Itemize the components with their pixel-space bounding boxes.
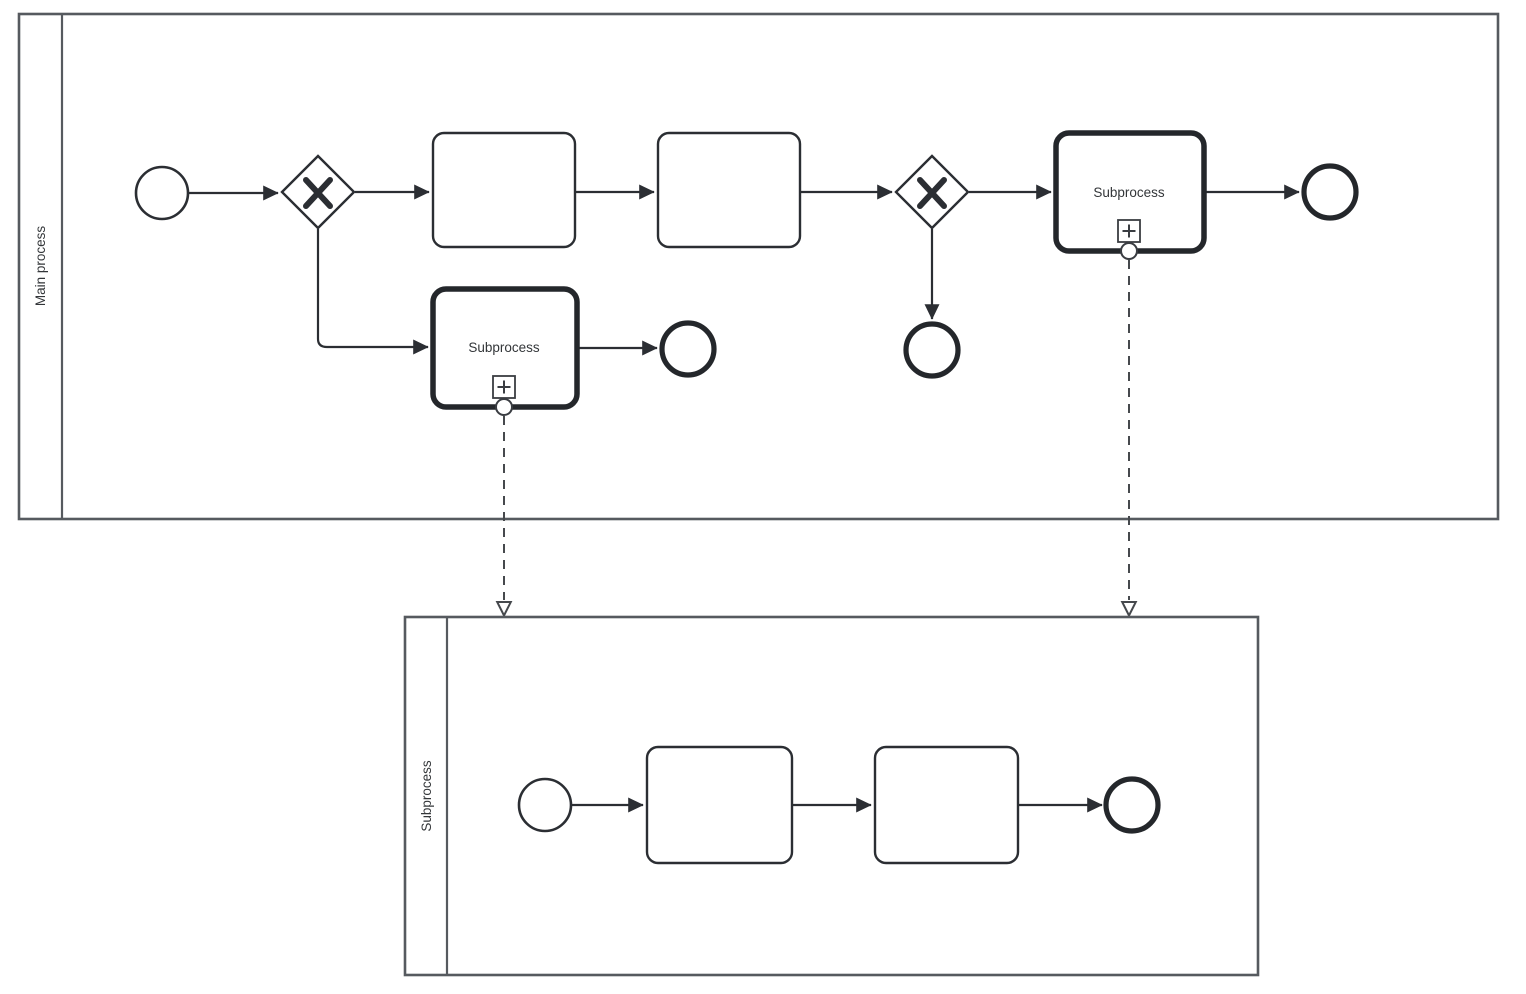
subprocess-plus-marker-icon[interactable] xyxy=(492,375,516,399)
collapsed-subprocess-2-label: Subprocess xyxy=(1093,185,1165,200)
end-event-below-gateway2 xyxy=(903,321,961,379)
collapsed-subprocess-1-label: Subprocess xyxy=(468,340,540,355)
link-open-arrowhead-icon xyxy=(495,601,513,618)
subprocess-pool-label: Subprocess xyxy=(419,760,434,832)
end-event-main-right xyxy=(1301,163,1359,221)
start-event-main xyxy=(134,165,190,221)
subprocess-pool: Subprocess xyxy=(403,615,1260,977)
subprocess-plus-marker-icon[interactable] xyxy=(1117,219,1141,243)
end-event-after-subprocess1 xyxy=(659,320,717,378)
exclusive-gateway-2 xyxy=(894,154,970,230)
task-2 xyxy=(656,131,802,249)
main-process-pool-border xyxy=(17,12,1500,521)
exclusive-gateway-x-icon xyxy=(917,177,947,209)
subprocess-pool-border xyxy=(403,615,1260,977)
link-anchor-dot xyxy=(495,398,513,416)
link-subprocess2-to-pool xyxy=(1120,260,1138,618)
collapsed-subprocess-1: Subprocess xyxy=(430,286,580,416)
task-1 xyxy=(431,131,577,249)
exclusive-gateway-1 xyxy=(280,154,356,230)
main-process-pool: Main process xyxy=(17,12,1500,521)
collapsed-subprocess-2: Subprocess xyxy=(1053,130,1207,260)
sequence-flows-main xyxy=(189,184,1300,356)
link-open-arrowhead-icon xyxy=(1120,601,1138,618)
start-event-sub xyxy=(517,777,573,833)
end-event-sub xyxy=(1103,776,1161,834)
link-subprocess1-to-pool xyxy=(495,416,513,618)
exclusive-gateway-x-icon xyxy=(303,177,333,209)
flow-gateway1-to-subprocess1 xyxy=(316,229,429,355)
link-anchor-dot xyxy=(1120,242,1138,260)
task-B xyxy=(873,745,1020,865)
task-A xyxy=(645,745,794,865)
main-process-pool-label: Main process xyxy=(33,226,48,307)
